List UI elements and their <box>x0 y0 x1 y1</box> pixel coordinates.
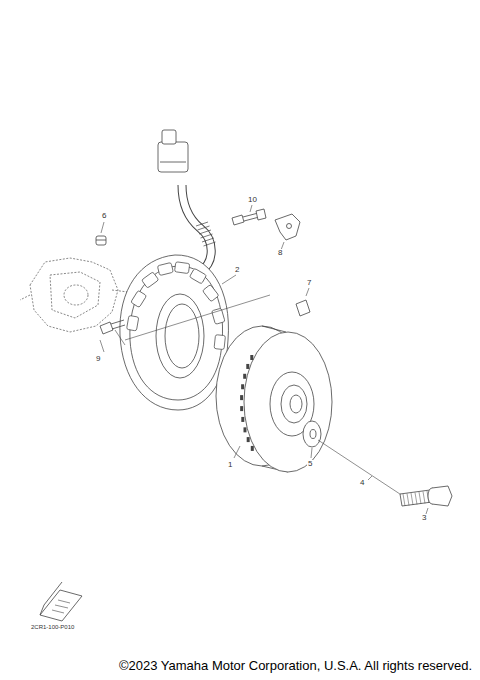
copyright-caption: ©2023 Yamaha Motor Corporation, U.S.A. A… <box>119 658 472 673</box>
part-9-bolt <box>100 320 125 352</box>
callout-number: 7 <box>306 279 312 287</box>
callout-number: 8 <box>277 249 283 257</box>
callout-number: 2 <box>234 266 240 274</box>
part-3-bolt <box>400 486 452 514</box>
callout-number: 3 <box>421 514 427 522</box>
engine-case <box>20 258 128 332</box>
callout-number: 5 <box>307 460 313 468</box>
callout-number: 4 <box>359 479 365 487</box>
leader-lines <box>101 205 284 284</box>
callout-number: 10 <box>247 196 258 204</box>
reference-icon <box>40 582 82 621</box>
reference-code: 2CR1-100-P010 <box>30 624 75 630</box>
part-5-washer <box>303 421 321 458</box>
callout-number: 1 <box>227 461 233 469</box>
stator-assembly <box>115 130 270 410</box>
part-8-clamp <box>275 214 300 240</box>
callout-number: 9 <box>95 355 101 363</box>
flywheel-rotor <box>216 326 332 472</box>
part-4-key-line <box>318 440 406 498</box>
callout-number: 6 <box>101 212 107 220</box>
part-10-screw <box>232 209 266 225</box>
part-6-dowel <box>96 236 106 245</box>
part-7-screw <box>296 288 310 316</box>
